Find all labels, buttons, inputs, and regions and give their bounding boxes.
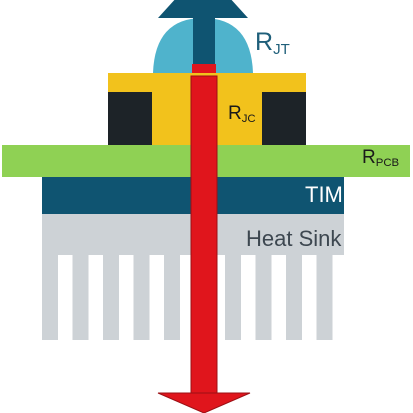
package-pad-left: [108, 92, 152, 145]
heat-sink-fin: [225, 254, 241, 340]
top-arrow-head: [158, 0, 248, 18]
heat-sink-fin: [316, 254, 333, 340]
heat-sink-fin: [164, 254, 180, 340]
heat-sink-fins: [42, 254, 333, 340]
package-pad-right: [262, 92, 306, 145]
heat-arrow-head: [157, 392, 251, 413]
rjc-label: RJC: [228, 103, 256, 125]
heat-arrow-shaft: [190, 75, 218, 395]
heat-sink-fin: [133, 254, 150, 340]
heat-sink-fin: [286, 254, 302, 340]
heat-sink-fin: [72, 254, 89, 340]
heat-sink-fin: [42, 254, 58, 340]
heat-arrow-cap: [192, 64, 216, 73]
heat-sink-fin: [103, 254, 119, 340]
heat-sink-label: Heat Sink: [246, 226, 342, 251]
rjt-label: RJT: [255, 28, 290, 58]
tim-label: TIM: [305, 182, 343, 207]
rpcb-label: RPCB: [362, 147, 400, 169]
heat-sink-fin: [255, 254, 272, 340]
top-arrow-shaft: [193, 14, 215, 70]
